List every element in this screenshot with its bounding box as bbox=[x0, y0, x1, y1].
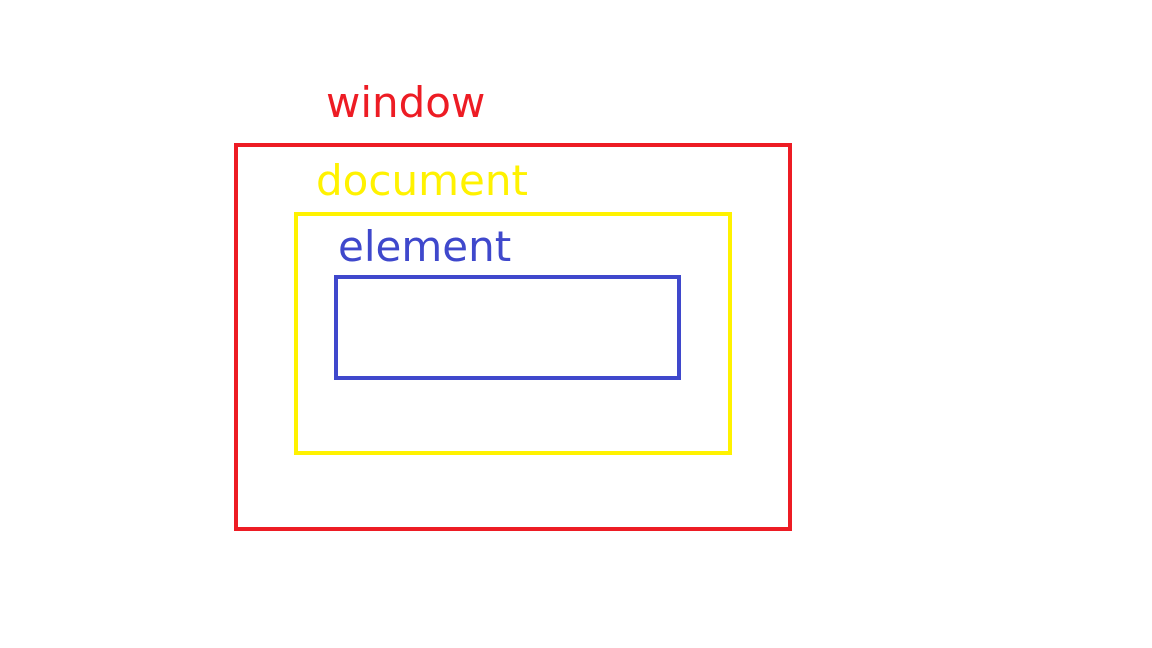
element-box bbox=[334, 275, 681, 380]
document-box bbox=[294, 212, 732, 455]
element-label: element bbox=[338, 222, 512, 271]
window-box bbox=[234, 143, 792, 531]
window-label: window bbox=[326, 78, 486, 127]
document-label: document bbox=[316, 156, 528, 205]
